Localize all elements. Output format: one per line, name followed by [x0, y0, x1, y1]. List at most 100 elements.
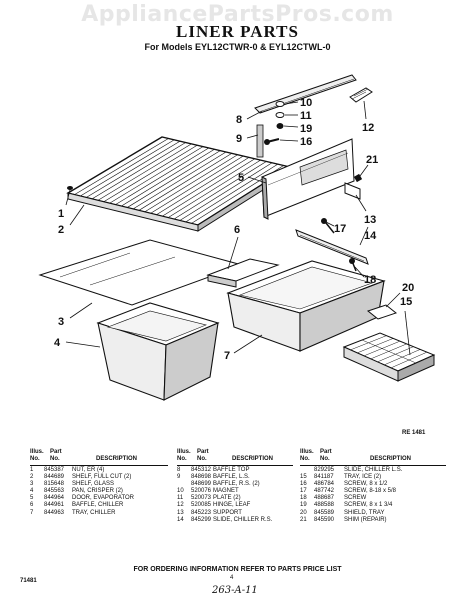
illus-number: 3 [30, 481, 34, 488]
page-code: 71481 [20, 578, 37, 584]
part-description: SHIELD, TRAY [344, 509, 385, 516]
illus-number: 20 [300, 509, 307, 516]
evaporator-door [261, 138, 355, 220]
header-rule [300, 465, 446, 466]
part-number: 844689 [44, 474, 65, 481]
handwritten-note: 263-A-11 [212, 585, 258, 596]
part-description: SHIM (REPAIR) [344, 516, 387, 523]
page-title: LINER PARTS [176, 22, 299, 41]
part-description: TRAY, ICE (2) [344, 474, 382, 481]
callout-5: 5 [238, 172, 244, 184]
part-description: SHELF, GLASS [72, 481, 115, 488]
part-description: SCREW, 8-18 x 5/8 [344, 488, 397, 495]
magnet [275, 101, 285, 107]
part-description: BAFFLE, L.S. [213, 474, 250, 481]
callout-17: 17 [334, 223, 346, 235]
description-header: DESCRIPTION [232, 456, 274, 462]
illus-header: Illus. [177, 449, 191, 455]
part-number: 487742 [314, 488, 335, 495]
page-number: 4 [230, 575, 234, 581]
crisper-pan [96, 302, 220, 401]
callout-14: 14 [364, 230, 377, 242]
ref-code: RE 1481 [402, 430, 426, 436]
callout-13: 13 [364, 214, 376, 226]
part-header: Part [320, 449, 332, 455]
no-header: No. [197, 456, 207, 462]
callout-12: 12 [362, 122, 374, 134]
hinge-leaf [349, 87, 373, 103]
parts-diagram: 1 2 3 4 5 6 7 8 9 10 11 12 13 14 15 16 1… [38, 74, 436, 401]
part-number: 841187 [314, 474, 334, 481]
illus-number: 8 [177, 467, 181, 473]
illus-number: 1 [30, 467, 34, 473]
screw-17 [321, 218, 335, 234]
part-number: 848699 [191, 481, 212, 488]
illus-number: 11 [177, 495, 184, 502]
wire-shelf [66, 136, 292, 232]
callout-3: 3 [58, 316, 64, 328]
part-number: 845223 [191, 509, 212, 516]
screw-19 [276, 123, 284, 129]
callout-16: 16 [300, 136, 312, 148]
callout-21: 21 [366, 154, 378, 166]
screw-18 [349, 258, 357, 272]
chiller-baffle [206, 258, 280, 288]
no-header: No. [50, 456, 60, 462]
illus-number: 9 [177, 474, 181, 481]
callout-15: 15 [400, 296, 412, 308]
part-number: 488588 [314, 502, 335, 509]
callout-8: 8 [236, 114, 242, 126]
illus-number: 7 [30, 509, 34, 516]
part-number: 845589 [314, 509, 335, 516]
ordering-info: FOR ORDERING INFORMATION REFER TO PARTS … [133, 566, 342, 573]
part-header: Part [50, 449, 62, 455]
part-number: 845387 [44, 467, 65, 473]
part-number: 486784 [314, 481, 335, 488]
illus-number: 10 [177, 488, 184, 495]
part-header: Part [197, 449, 209, 455]
illus-number: 15 [300, 474, 307, 481]
part-number: 520073 [191, 495, 212, 502]
illus-header: Illus. [300, 449, 314, 455]
illus-number: 6 [30, 502, 34, 509]
part-number: 845299 [191, 516, 212, 523]
part-number: 845590 [314, 516, 335, 523]
illus-number: 17 [300, 488, 307, 495]
ice-tray [342, 332, 436, 382]
part-number: 815648 [44, 481, 65, 488]
illus-number: 2 [30, 474, 34, 481]
illus-number: 16 [300, 481, 307, 488]
baffle-side [256, 124, 264, 158]
part-description: TRAY, CHILLER [72, 509, 116, 516]
part-description: BAFFLE TOP [213, 467, 250, 473]
callout-labels: 1 2 3 4 5 6 7 8 9 10 11 12 13 14 15 16 1… [54, 97, 414, 362]
callout-4: 4 [54, 337, 61, 349]
part-description: SLIDE, CHILLER R.S. [213, 516, 273, 523]
part-description: SCREW, 8 x 1/2 [344, 481, 388, 488]
no-header: No. [30, 456, 40, 462]
part-number: 844963 [44, 509, 65, 516]
part-number: 520085 [191, 502, 212, 509]
leader-lines [65, 100, 411, 356]
illus-number: 21 [300, 516, 307, 523]
no-header: No. [300, 456, 310, 462]
part-description: SCREW [344, 495, 367, 502]
tray-shield [366, 304, 398, 320]
illus-number: 18 [300, 495, 307, 502]
illus-number: 14 [177, 516, 184, 523]
part-description: PAN, CRISPER (2) [72, 488, 123, 495]
chiller-tray [226, 260, 386, 352]
part-description: BAFFLE, CHILLER [72, 502, 124, 509]
part-description: SCREW, 8 x 1 3/4 [344, 502, 393, 509]
watermark: AppliancePartsPros.com [81, 2, 394, 27]
illus-number: 4 [30, 488, 34, 495]
part-number: 844964 [44, 495, 65, 502]
plate [275, 112, 285, 118]
shelf-nut [67, 186, 73, 190]
part-description: SUPPORT [213, 509, 242, 516]
part-description: MAGNET [213, 488, 239, 495]
part-description: DOOR, EVAPORATOR [72, 495, 135, 502]
part-number: 520076 [191, 488, 212, 495]
page-subtitle: For Models EYL12CTWR-0 & EYL12CTWL-0 [144, 42, 331, 52]
part-description: HINGE, LEAF [213, 502, 251, 509]
